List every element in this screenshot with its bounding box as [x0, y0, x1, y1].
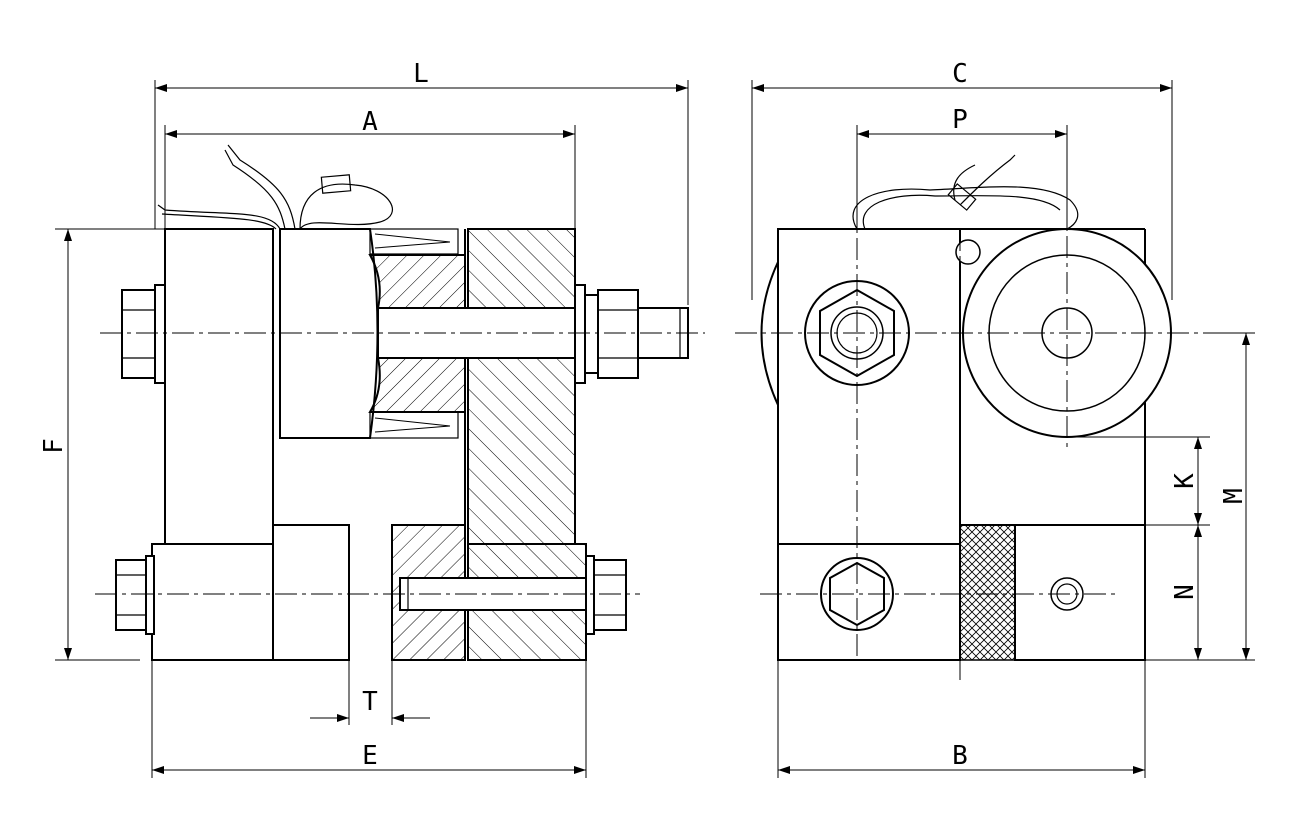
dim-label-E: E: [362, 741, 378, 771]
dim-label-P: P: [952, 105, 968, 135]
dim-label-K: K: [1170, 473, 1200, 489]
side-view: [735, 130, 1215, 680]
side-dimensions: C P K N M B: [751, 59, 1255, 778]
front-dimensions: L A F T E: [39, 59, 689, 778]
spring-lower: [369, 411, 459, 439]
lower-left-block: [151, 543, 274, 661]
core-section-lower: [368, 357, 466, 413]
side-lower-bolt: [820, 557, 894, 631]
dim-label-A: A: [362, 107, 378, 137]
lead-wires: [157, 144, 393, 230]
side-lead-wires: [852, 154, 1079, 230]
dim-label-T: T: [362, 687, 378, 717]
side-friction-pad: [959, 524, 1016, 661]
lower-mid-block: [272, 524, 350, 661]
dim-label-C: C: [952, 59, 968, 89]
dim-label-F: F: [39, 438, 69, 454]
spring-upper: [369, 228, 459, 255]
left-plate: [164, 228, 274, 545]
dim-label-B: B: [952, 741, 968, 771]
nut-lower-left: [115, 555, 155, 635]
nut-lower-right: [585, 555, 627, 635]
side-upper-block: [777, 228, 961, 545]
nut-upper-left: [121, 284, 166, 384]
nut-upper-right: [574, 284, 689, 384]
side-disc-edge: [760, 261, 779, 406]
front-view: [95, 144, 705, 661]
dim-label-N: N: [1170, 584, 1200, 600]
core-section-upper: [368, 254, 466, 309]
dim-label-M: M: [1219, 488, 1249, 504]
side-small-screw: [955, 239, 981, 265]
right-plate: [467, 228, 576, 545]
dim-label-L: L: [413, 59, 429, 89]
